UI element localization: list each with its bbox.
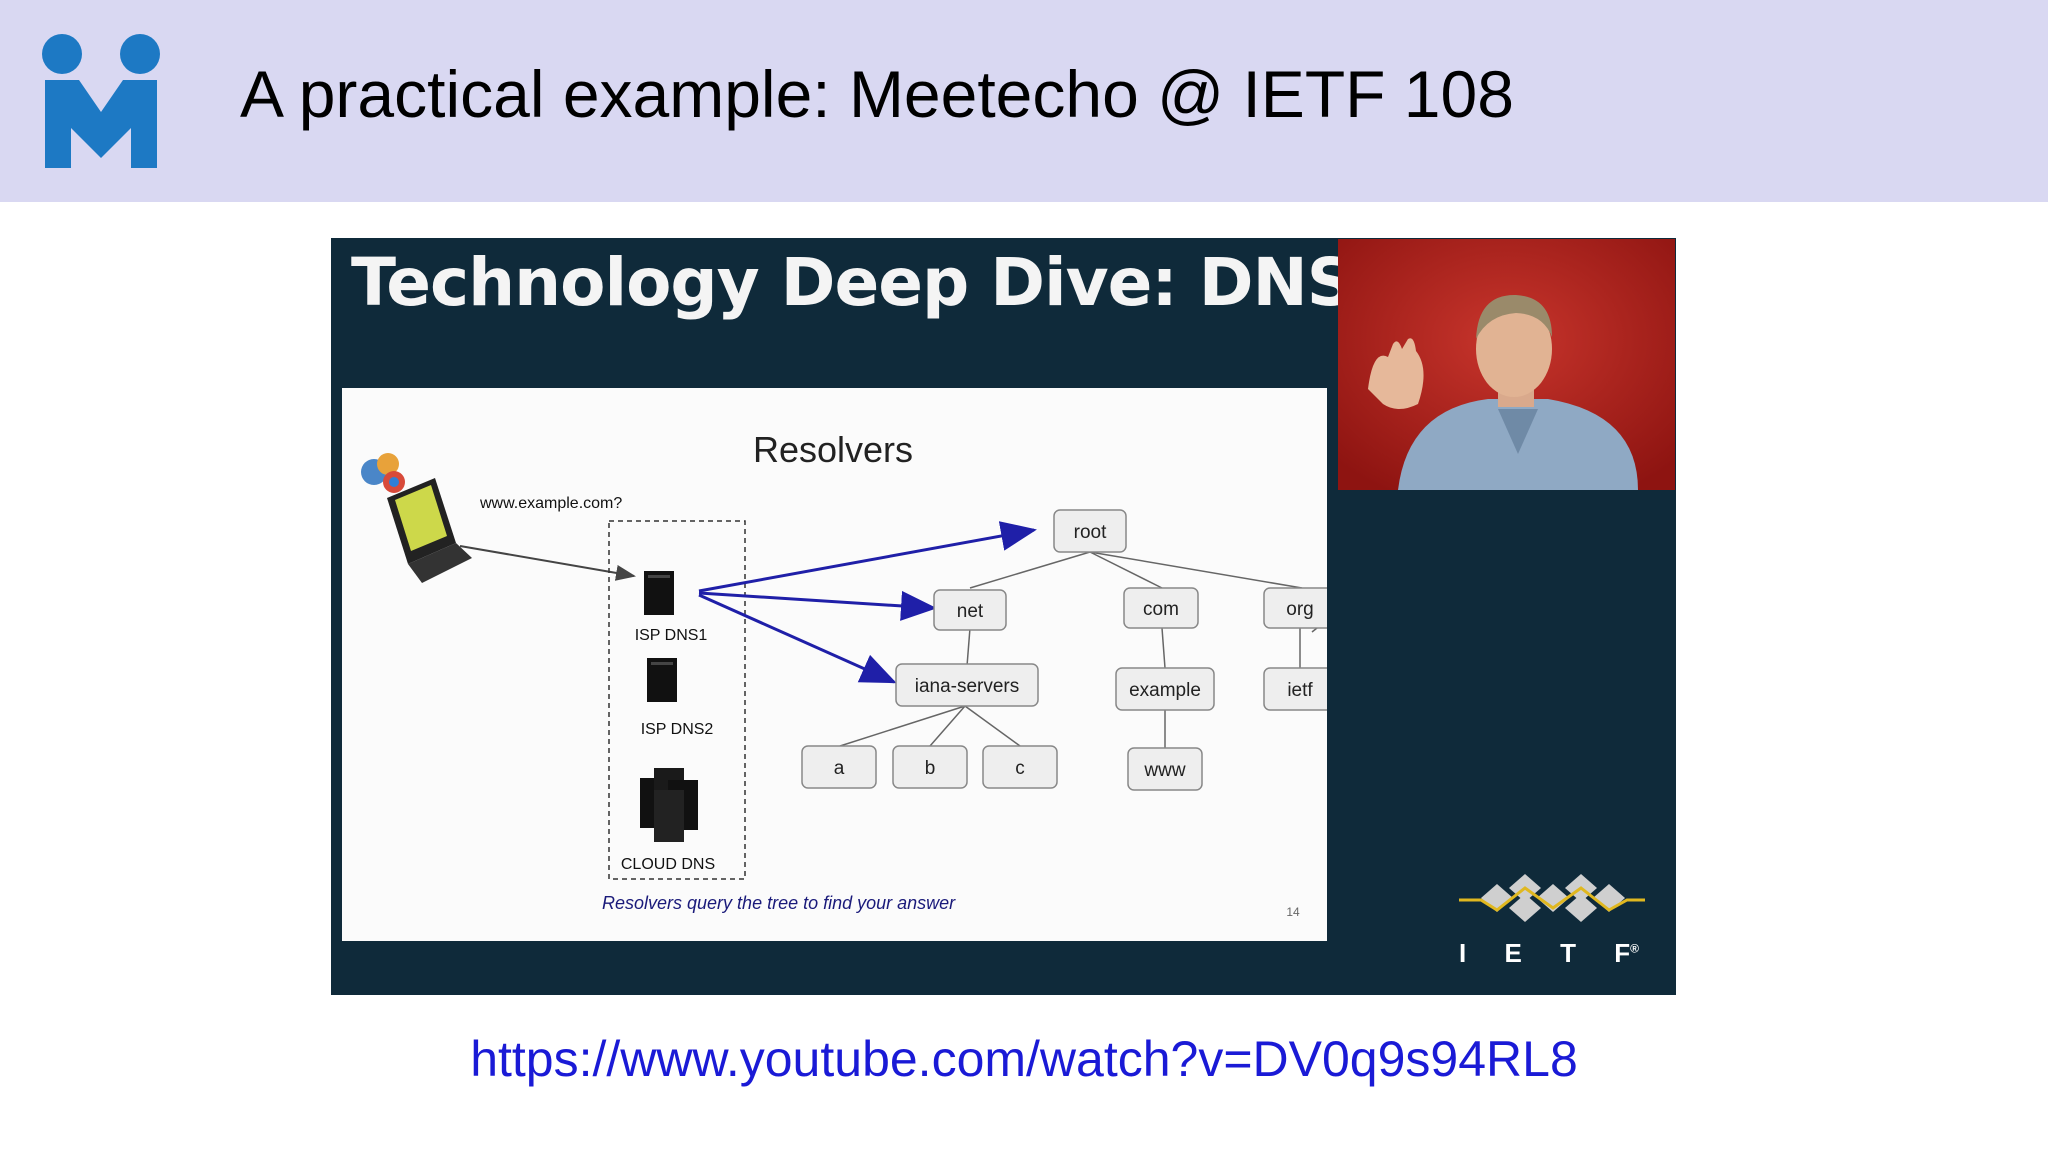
tree-node: ietf	[1263, 667, 1327, 711]
server-label: ISP DNS2	[641, 721, 714, 738]
isp-dns1-server-icon	[644, 571, 674, 615]
tree-node: net	[933, 589, 1007, 631]
tree-node: com	[1123, 587, 1199, 629]
svg-text:b: b	[925, 758, 936, 779]
tree-node: example	[1115, 667, 1215, 711]
svg-text:iana-servers: iana-servers	[915, 676, 1020, 697]
slide-heading: Resolvers	[753, 429, 913, 470]
svg-text:example: example	[1129, 680, 1201, 701]
browser-icons	[361, 453, 405, 493]
tree-node: org	[1263, 587, 1327, 629]
webcam-feed	[1338, 239, 1675, 490]
svg-text:com: com	[1143, 599, 1179, 620]
video-frame[interactable]: Technology Deep Dive: DNS Resolvers	[331, 238, 1676, 995]
video-slide-title: Technology Deep Dive: DNS	[351, 244, 1354, 321]
isp-dns2-server-icon	[647, 658, 677, 702]
slide-caption: Resolvers query the tree to find your an…	[602, 893, 956, 913]
svg-text:www: www	[1143, 760, 1185, 781]
tree-node: c	[982, 745, 1058, 789]
meetecho-logo-icon	[42, 34, 160, 168]
dns-slide: Resolvers www.example.com?	[342, 388, 1327, 941]
cloud-dns-servers-icon	[640, 768, 698, 842]
tree-node: a	[801, 745, 877, 789]
svg-text:c: c	[1015, 758, 1025, 779]
slide-page-number: 14	[1286, 905, 1300, 919]
tree-node: root	[1053, 509, 1127, 553]
server-label: ISP DNS1	[635, 627, 708, 644]
tree-node: iana-servers	[895, 663, 1039, 707]
ietf-logo-icon	[1459, 874, 1645, 922]
svg-text:ietf: ietf	[1287, 680, 1313, 701]
ietf-letter: E	[1504, 938, 1522, 968]
registered-mark: ®	[1630, 941, 1639, 956]
laptop-icon	[387, 478, 472, 583]
svg-text:a: a	[834, 758, 845, 779]
server-label: CLOUD DNS	[621, 856, 715, 873]
youtube-link[interactable]: https://www.youtube.com/watch?v=DV0q9s94…	[470, 1031, 1578, 1087]
svg-text:net: net	[957, 601, 984, 622]
ietf-wordmark: I E T F®	[1459, 938, 1639, 969]
svg-text:org: org	[1286, 599, 1313, 620]
speaker-video-image	[1338, 239, 1675, 490]
ietf-letter: T	[1560, 938, 1576, 968]
dns-diagram: Resolvers www.example.com?	[361, 429, 1327, 919]
query-text: www.example.com?	[479, 495, 622, 512]
slide-title: A practical example: Meetecho @ IETF 108	[240, 57, 1514, 131]
tree-node: www	[1127, 747, 1203, 791]
svg-text:root: root	[1074, 522, 1107, 543]
tree-node: b	[892, 745, 968, 789]
ietf-letter: F®	[1614, 938, 1639, 968]
header-bar: A practical example: Meetecho @ IETF 108	[0, 0, 2048, 202]
ietf-letter: I	[1459, 938, 1467, 968]
